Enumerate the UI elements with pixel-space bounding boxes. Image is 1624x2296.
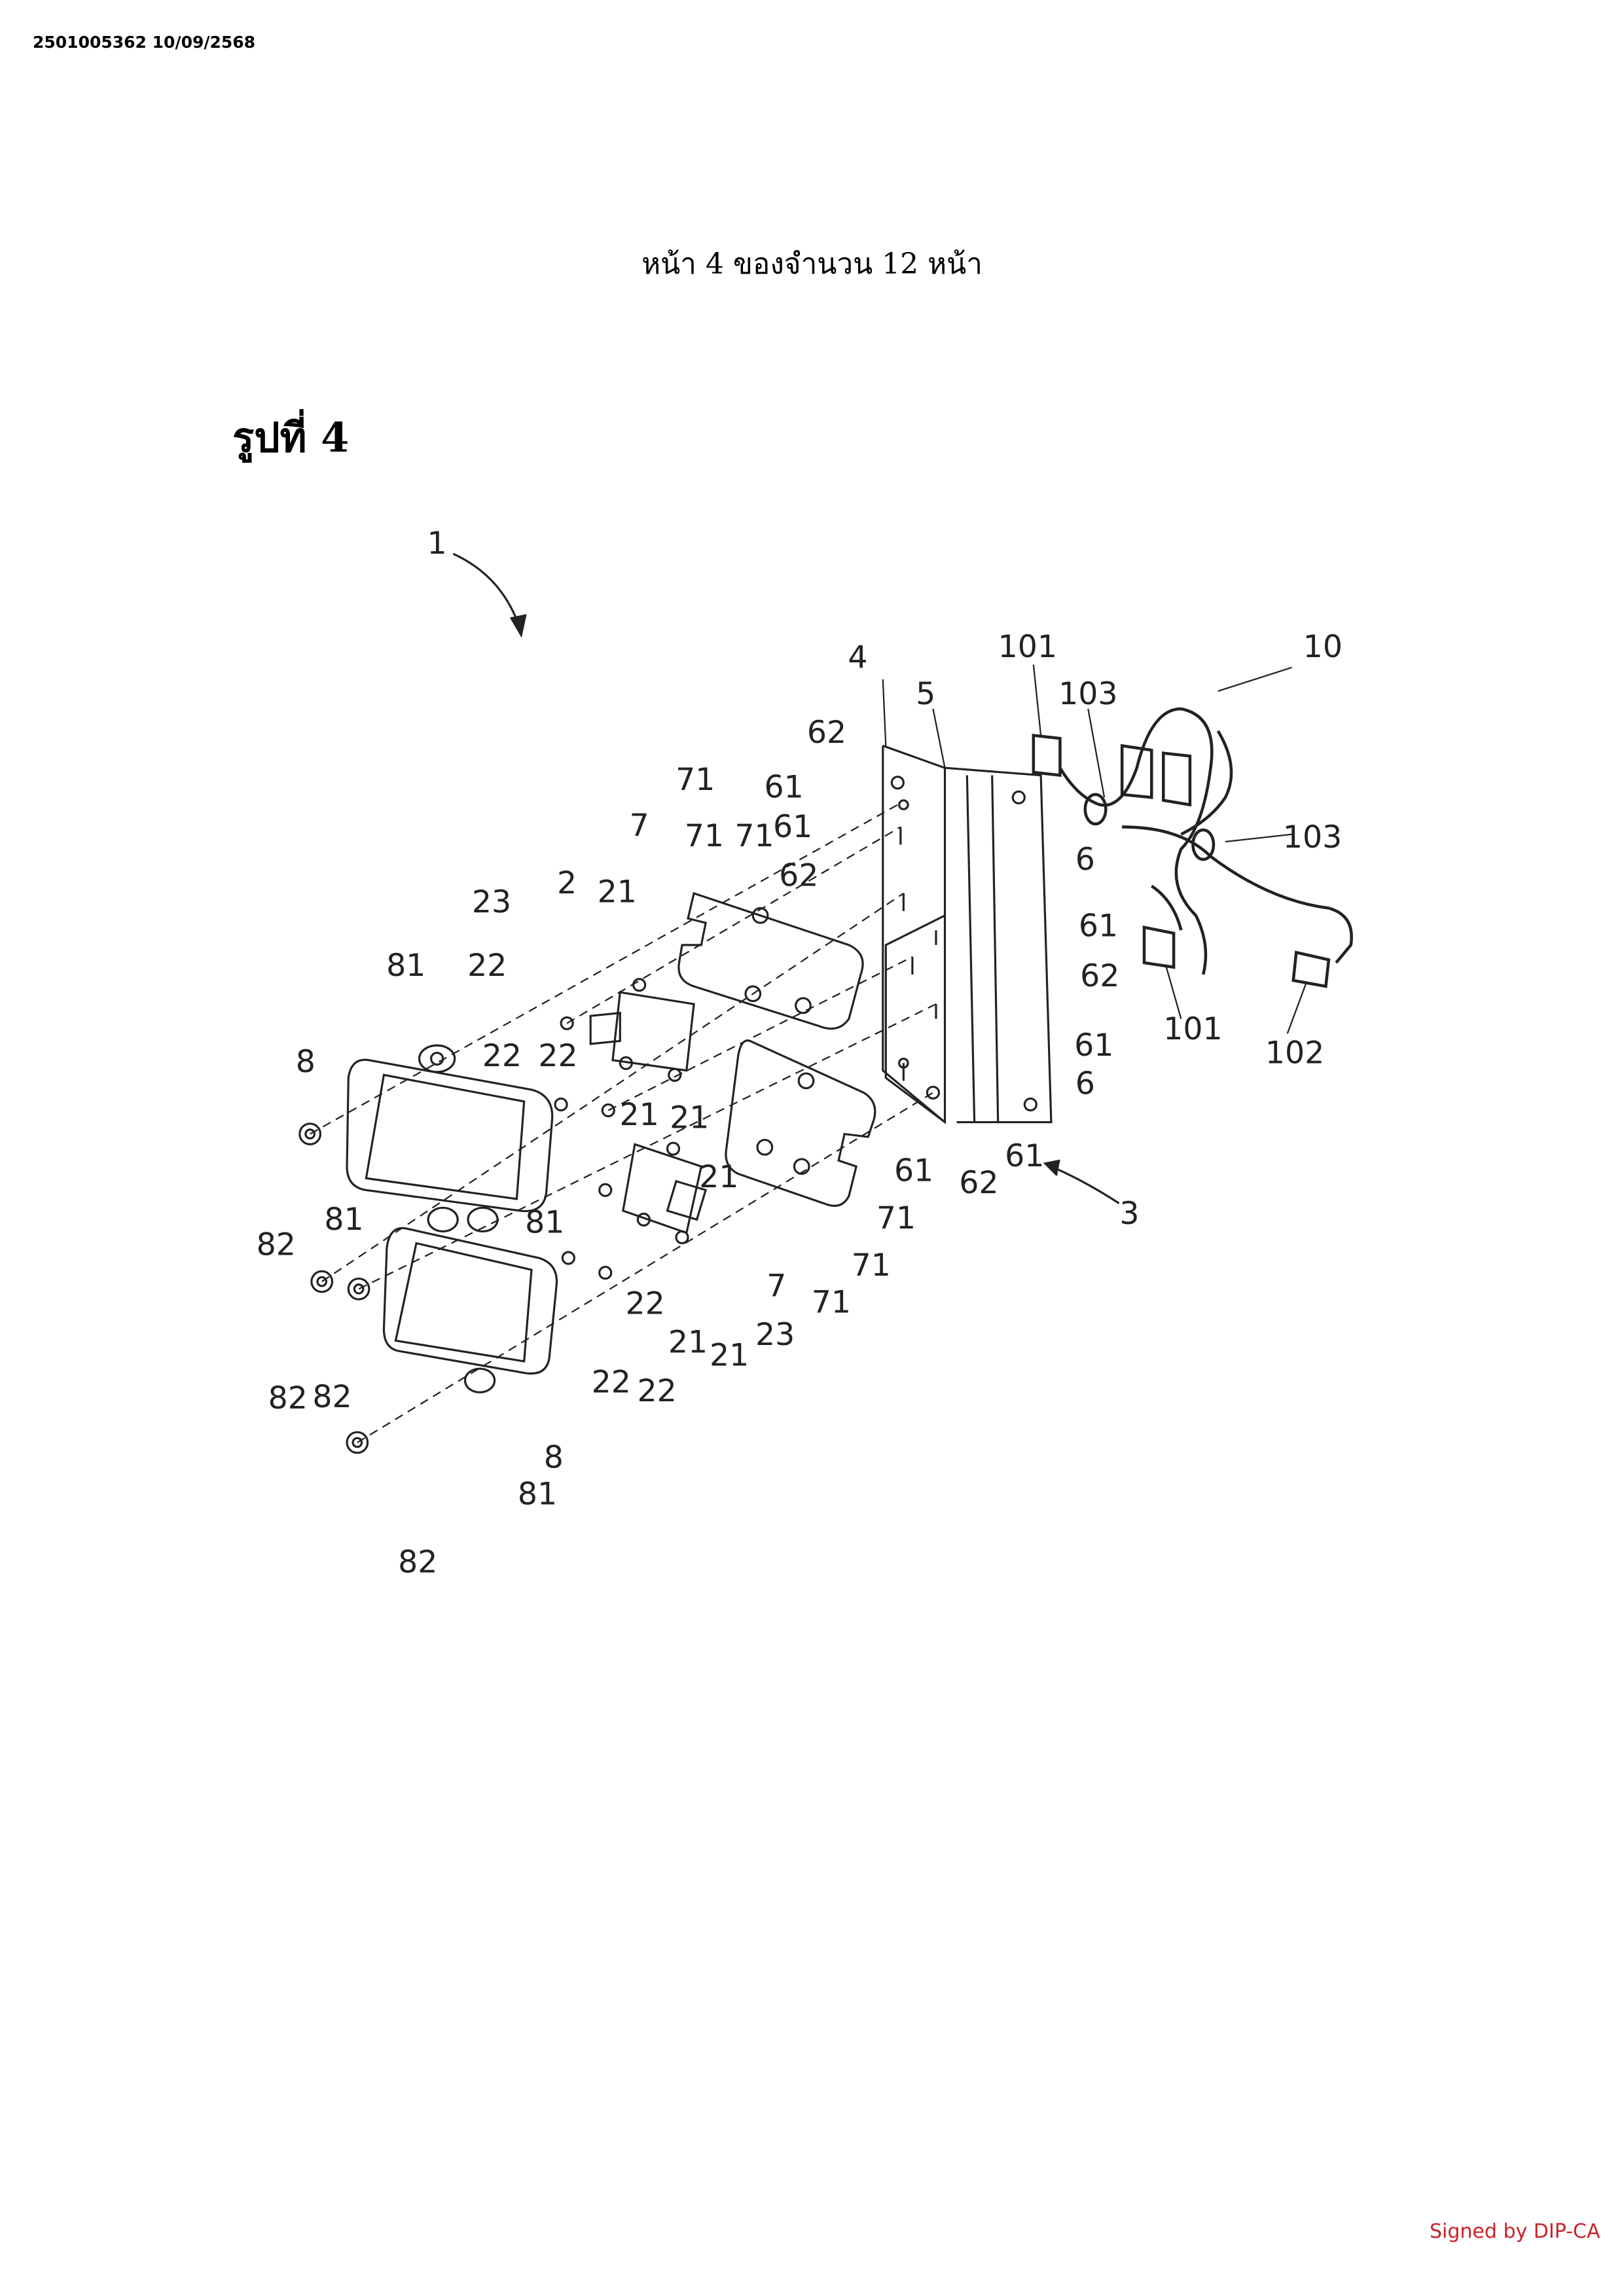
bracket-plate: [883, 745, 1051, 1122]
reference-numeral: 82: [398, 1544, 437, 1580]
reference-numeral: 7: [767, 1268, 786, 1304]
reference-numeral: 61: [765, 769, 804, 805]
reference-numeral: 4: [848, 639, 867, 675]
reference-numeral: 81: [386, 948, 425, 984]
reference-numeral: 1: [427, 526, 447, 562]
reference-numeral: 71: [734, 818, 774, 854]
reference-numeral: 61: [1074, 1028, 1113, 1064]
reference-numeral: 22: [482, 1038, 522, 1074]
reference-numeral: 8: [544, 1439, 564, 1475]
reference-numeral: 61: [1079, 908, 1118, 944]
reference-numeral: 82: [268, 1380, 308, 1416]
reference-numeral: 2: [557, 865, 577, 901]
reference-numeral: 21: [619, 1097, 659, 1133]
arrow-head: [511, 615, 526, 636]
reference-numerals: 1451011010362716110377171616232216261812…: [257, 526, 1343, 1580]
reference-numeral: 81: [324, 1202, 363, 1238]
reference-numeral: 61: [1005, 1138, 1044, 1174]
reference-numeral: 21: [598, 874, 637, 910]
reference-numeral: 23: [472, 884, 511, 920]
reference-numeral: 101: [998, 629, 1057, 665]
reference-numeral: 61: [773, 809, 812, 845]
reference-numeral: 62: [807, 715, 846, 751]
reference-numeral: 82: [257, 1227, 296, 1263]
assembly-arrow: [453, 554, 519, 628]
reference-numeral: 81: [518, 1477, 557, 1513]
lower-module: [623, 1143, 706, 1243]
upper-gasket: [679, 893, 863, 1029]
reference-numeral: 21: [668, 1324, 708, 1360]
reference-numeral: 7: [630, 808, 649, 844]
reference-numeral: 61: [894, 1153, 933, 1189]
reference-numeral: 22: [626, 1286, 665, 1322]
reference-numeral: 22: [592, 1364, 631, 1400]
reference-numeral: 10: [1303, 629, 1343, 665]
reference-numeral: 71: [685, 818, 724, 854]
lower-gasket: [726, 1041, 875, 1206]
reference-numeral: 62: [779, 858, 818, 894]
reference-numeral: 21: [670, 1100, 709, 1136]
reference-numeral: 71: [876, 1200, 916, 1236]
reference-numeral: 22: [538, 1038, 577, 1074]
reference-numeral: 22: [638, 1373, 677, 1409]
reference-numeral: 62: [1080, 958, 1119, 994]
reference-numeral: 3: [1119, 1196, 1139, 1232]
reference-numeral: 102: [1265, 1035, 1324, 1071]
reference-numeral: 62: [959, 1165, 998, 1201]
reference-numeral: 21: [699, 1159, 738, 1195]
bracket-arrow: [1051, 1166, 1119, 1203]
reference-numeral: 6: [1075, 842, 1095, 878]
reference-numeral: 23: [755, 1317, 795, 1353]
reference-numeral: 101: [1163, 1011, 1222, 1047]
reference-numeral: 103: [1283, 819, 1342, 855]
reference-numeral: 6: [1075, 1066, 1095, 1102]
reference-numeral: 21: [710, 1338, 749, 1374]
digital-signature-note: Signed by DIP-CA: [1430, 2220, 1600, 2243]
reference-numeral: 81: [525, 1205, 564, 1241]
reference-numeral: 71: [676, 762, 715, 798]
reference-numeral: 82: [312, 1379, 352, 1415]
reference-numeral: 71: [812, 1284, 851, 1320]
reference-numeral: 103: [1058, 676, 1117, 712]
reference-numeral: 22: [467, 948, 507, 984]
reference-numeral: 8: [296, 1044, 316, 1080]
reference-numeral: 5: [916, 676, 935, 712]
upper-module: [590, 979, 694, 1081]
reference-numeral: 71: [852, 1247, 891, 1283]
